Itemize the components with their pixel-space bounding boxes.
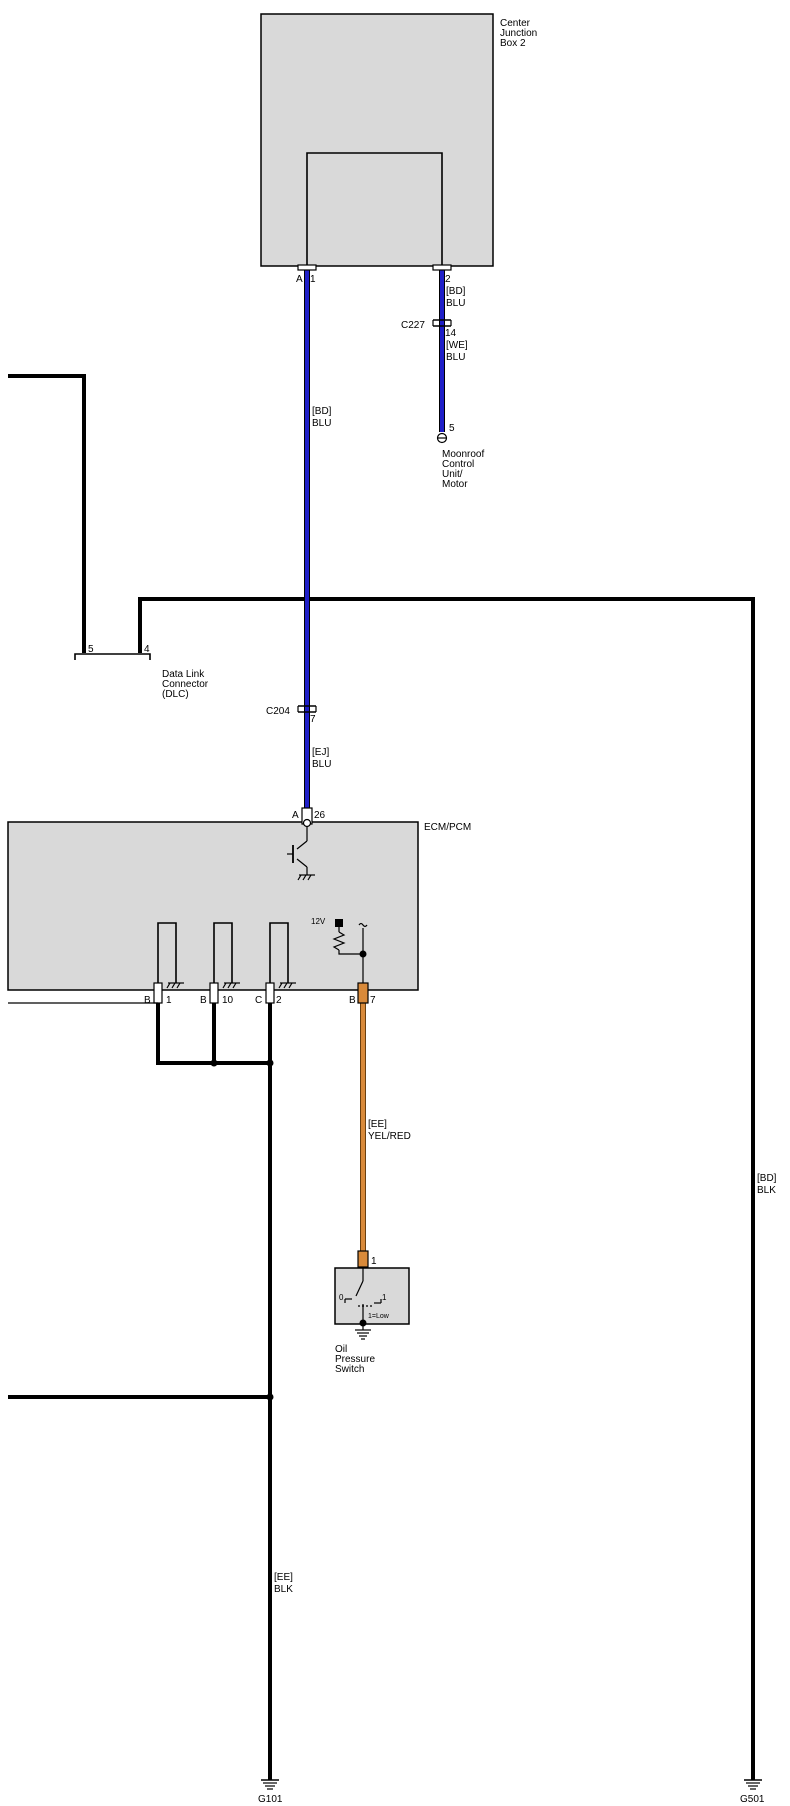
ground-icon	[744, 1779, 762, 1790]
ground-label-g501: G501	[740, 1794, 765, 1805]
wire-label-yelred: YEL/RED	[368, 1131, 411, 1142]
connector-c227: C227 14	[401, 319, 457, 339]
transistor-icon	[287, 826, 315, 881]
wire-label-ee: [EE]	[368, 1119, 387, 1130]
ecm-pcm: ECM/PCM A 26	[7, 807, 471, 1006]
svg-text:C: C	[255, 995, 262, 1006]
svg-text:1: 1	[166, 995, 172, 1006]
wire-label-bd: [BD]	[446, 286, 466, 297]
svg-text:14: 14	[445, 328, 457, 339]
svg-text:5: 5	[449, 423, 455, 434]
wire-label-ej: [EJ]	[312, 747, 329, 758]
wire-label-bd: [BD]	[312, 406, 332, 417]
wire-label-we: [WE]	[446, 340, 468, 351]
svg-text:A: A	[296, 274, 303, 285]
cjb2-pin-2	[432, 264, 452, 271]
internal-ground-icon	[157, 922, 184, 989]
ground-label-g101: G101	[258, 1794, 283, 1805]
svg-text:1: 1	[382, 1293, 387, 1302]
blue-wires	[304, 268, 445, 810]
ground-icon	[355, 1319, 371, 1340]
svg-text:B: B	[200, 995, 207, 1006]
svg-text:5: 5	[88, 644, 94, 655]
connector-c204: C204 7	[266, 705, 317, 725]
ecm-pin-b1	[153, 982, 163, 1004]
c227-label: C227	[401, 320, 425, 331]
c204-label: C204	[266, 706, 290, 717]
ecm-label: ECM/PCM	[424, 822, 471, 833]
svg-text:7: 7	[370, 995, 376, 1006]
wire-label-bd: [BD]	[757, 1173, 777, 1184]
svg-text:1=Low: 1=Low	[368, 1313, 390, 1320]
svg-text:B: B	[349, 995, 356, 1006]
cjb2-pins: A 1 2	[296, 264, 452, 285]
wire-label-blu: BLU	[312, 418, 331, 429]
internal-ground-icon	[269, 922, 296, 989]
pullup-resistor-icon: 12V	[311, 917, 368, 992]
wire-bd-blk	[138, 597, 755, 1780]
svg-text:A: A	[292, 810, 299, 821]
wire-dlc5-left	[8, 374, 86, 653]
svg-text:0: 0	[339, 1293, 344, 1302]
svg-text:4: 4	[144, 644, 150, 655]
svg-text:B: B	[144, 995, 151, 1006]
ecm-pin-b10	[209, 982, 219, 1004]
oil-pin-1	[357, 1250, 369, 1268]
svg-text:1: 1	[310, 274, 316, 285]
internal-ground-icon	[213, 922, 240, 989]
ecm-pin-c2	[265, 982, 275, 1004]
svg-text:2: 2	[276, 995, 282, 1006]
wire-label-blu: BLU	[312, 759, 331, 770]
wire-label-ee: [EE]	[274, 1572, 293, 1583]
wire-ee-blk-bus	[156, 993, 270, 1065]
svg-text:26: 26	[314, 810, 326, 821]
svg-text:2: 2	[445, 274, 451, 285]
svg-text:10: 10	[222, 995, 234, 1006]
ground-g501: G501	[740, 1779, 765, 1805]
black-wires	[8, 374, 755, 1780]
ecm-pin-b7	[357, 982, 369, 1004]
wire-label-blk: BLK	[757, 1185, 776, 1196]
wire-label-blu: BLU	[446, 298, 465, 309]
svg-text:7: 7	[310, 714, 316, 725]
wire-label-blk: BLK	[274, 1584, 293, 1595]
ground-g101: G101	[258, 1779, 283, 1805]
cjb2-pin-a1	[297, 264, 317, 271]
voltage-label: 12V	[311, 917, 326, 926]
wire-label-blu: BLU	[446, 352, 465, 363]
svg-text:1: 1	[371, 1256, 377, 1267]
ground-icon	[261, 1779, 279, 1790]
